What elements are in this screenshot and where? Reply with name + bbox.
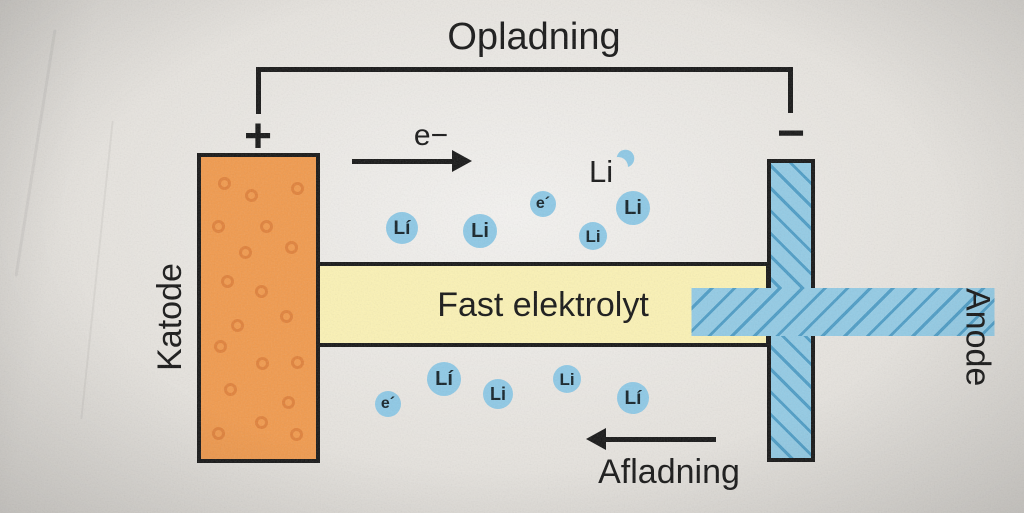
cathode-particle-ring [256,357,269,370]
cathode-particle-ring [231,319,244,332]
lithium-ion-particle: Li [553,365,581,393]
cathode-particle-ring [212,220,225,233]
electron-flow-label: e− [413,119,449,152]
cathode-particle-ring [255,285,268,298]
cathode-label: Katode [151,263,189,371]
paper-crease [14,29,57,277]
circuit-wire-left [256,67,261,114]
lithium-ion-particle: Li [463,214,497,248]
cathode-particle-ring [245,189,258,202]
discharge-arrow [604,437,716,442]
lithium-ion-particle: Lí [386,212,418,244]
cathode-particle-ring [282,396,295,409]
anode-label: Anode [691,288,997,386]
electron-flow-arrowhead-icon [452,150,472,172]
negative-terminal: − [776,107,806,160]
cathode-particle-ring [218,177,231,190]
cathode-particle-ring [212,427,225,440]
electron-particle: e´ [375,391,401,417]
lithium-ion-particle: Lí [427,362,461,396]
electron-flow-arrow [352,159,455,164]
cathode-particle-ring [260,220,273,233]
cathode-particle-ring [221,275,234,288]
cathode-particle-ring [290,428,303,441]
cathode-particle-ring [280,310,293,323]
electron-particle: e´ [530,191,556,217]
lithium-ion-particle: Li [483,379,513,409]
cathode-particle-ring [239,246,252,259]
cathode-particle-ring [214,340,227,353]
circuit-wire-top [256,67,793,72]
cathode-particle-ring [285,241,298,254]
discharge-label: Afladning [598,453,740,491]
electrolyte-label: Fast elektrolyt [437,285,649,324]
cathode-particle-ring [255,416,268,429]
lithium-ion-particle: Li [579,222,607,250]
lithium-ion-particle: Lí [617,382,649,414]
cathode-particle-ring [291,356,304,369]
charging-title: Opladning [447,16,621,58]
positive-terminal: + [243,110,273,163]
electron-crescent-icon [616,149,635,168]
paper-crease [80,120,114,420]
lithium-ion-particle: Li [616,191,650,225]
free-lithium-atom-label: Li [589,154,614,189]
cathode-particle-ring [224,383,237,396]
discharge-arrowhead-icon [586,428,606,450]
cathode-particle-ring [291,182,304,195]
